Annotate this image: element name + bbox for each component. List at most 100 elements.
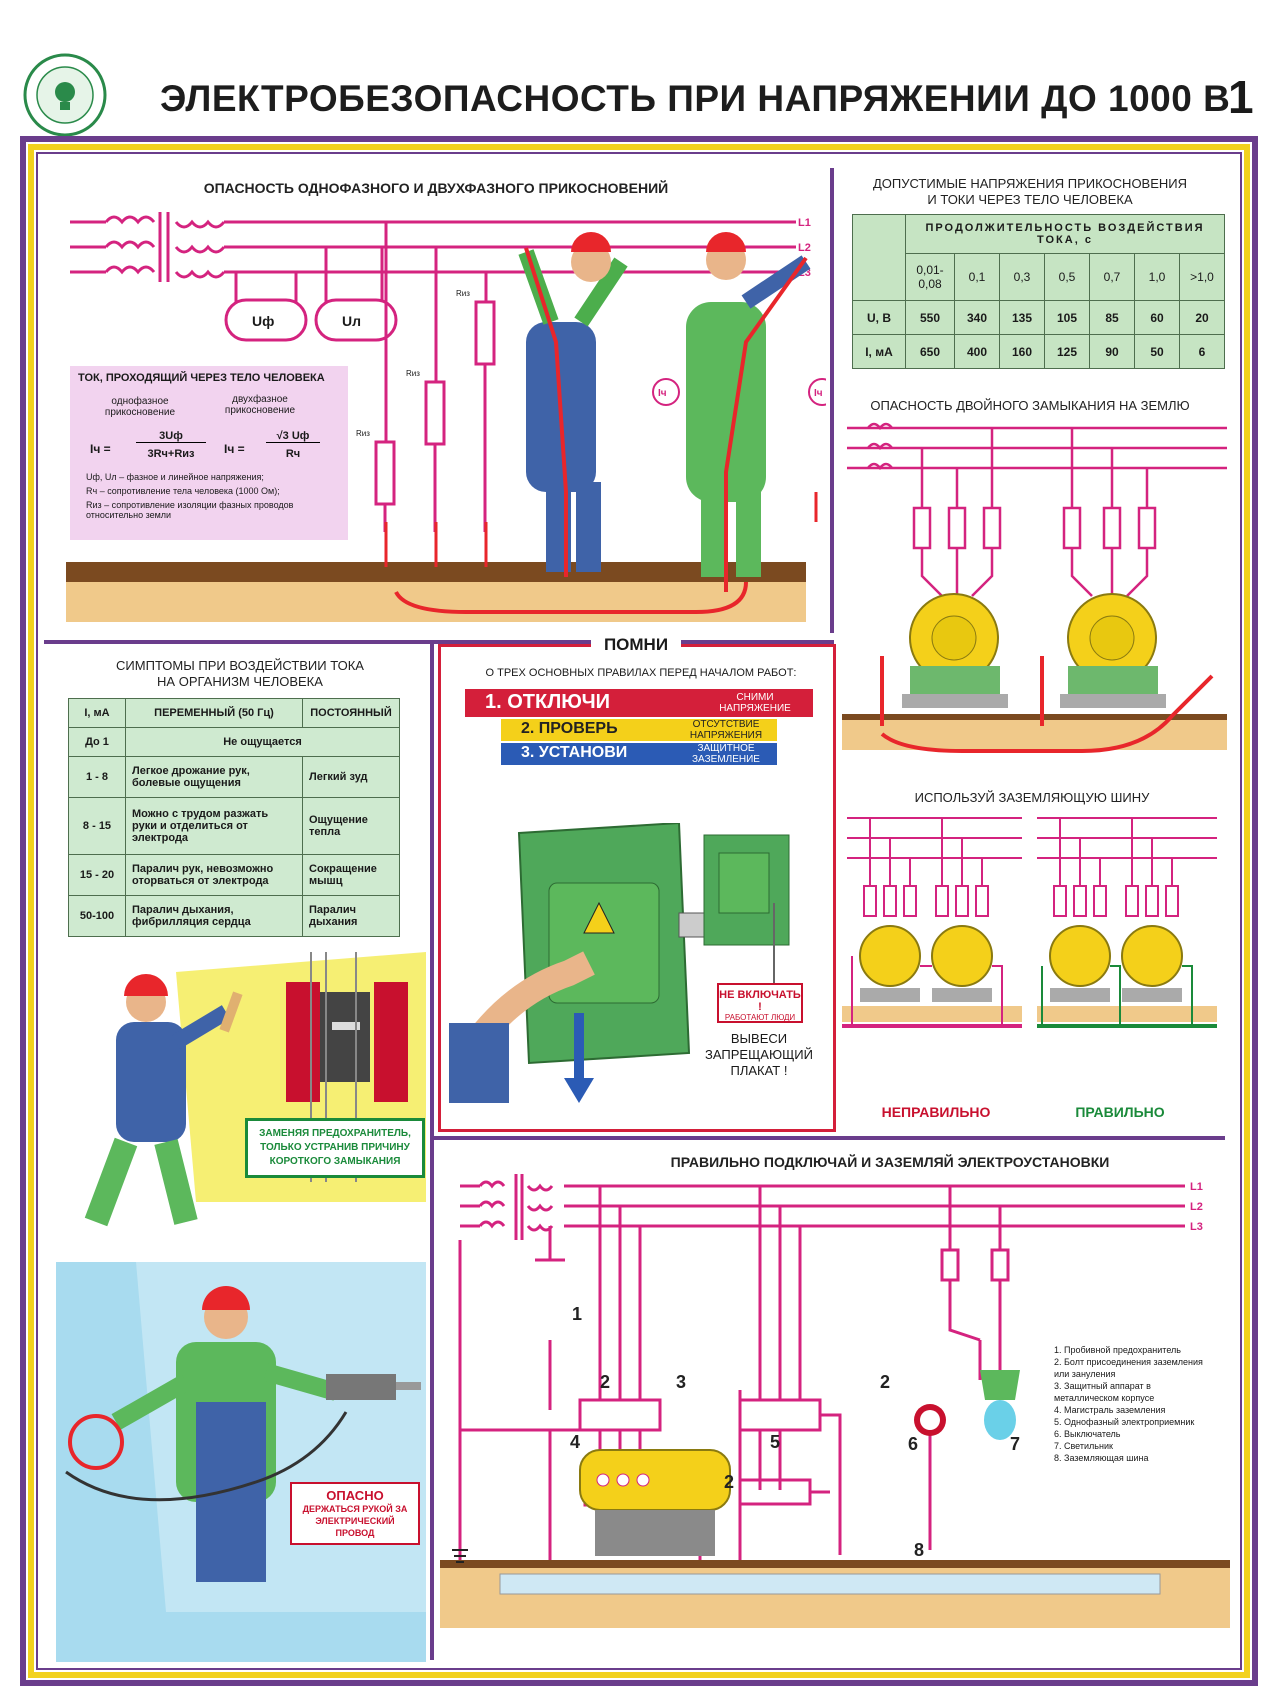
- table-row: 8 - 15 Можно с трудом разжать руки и отд…: [68, 797, 400, 855]
- sheet-number: 1: [1228, 71, 1254, 123]
- table-cell: Можно с трудом разжать руки и отделиться…: [125, 797, 303, 855]
- marker-8: 8: [914, 1540, 924, 1560]
- range-cell: До 1: [68, 727, 126, 757]
- resistor-label-2: Rиз: [406, 369, 420, 378]
- legend-item: 2. Болт присоединения заземления или зан…: [1054, 1357, 1203, 1379]
- duration-cell: 0,01-0,08: [905, 253, 955, 301]
- table-cell: 400: [954, 334, 1000, 369]
- double-formula-den: Rч: [285, 448, 301, 460]
- contact-diagram: L1 L2 L3 Uф Uл Rиз Rиз Rиз: [66, 212, 826, 622]
- divider-horizontal-left: [44, 640, 834, 644]
- formula-title: ТОК, ПРОХОДЯЩИЙ ЧЕРЕЗ ТЕЛО ЧЕЛОВЕКА: [78, 372, 325, 384]
- table-cell: 340: [954, 300, 1000, 335]
- duration-cell: 0,5: [1044, 253, 1090, 301]
- marker-4: 4: [570, 1432, 580, 1452]
- grounding-phase-L3: L3: [1190, 1221, 1203, 1233]
- worker-2-figure: [686, 232, 818, 592]
- allowed-table-wrap: ПРОДОЛЖИТЕЛЬНОСТЬ ВОЗДЕЙСТВИЯ ТОКА, с 0,…: [852, 214, 1225, 369]
- duration-cell: 0,3: [999, 253, 1045, 301]
- meter-uf: Uф: [252, 313, 274, 329]
- drill-worker-figure: [111, 1286, 421, 1582]
- outer-frame: [20, 136, 1258, 1686]
- legend-item: 4. Магистраль заземления: [1054, 1405, 1166, 1415]
- busbar-diagram: [842, 817, 1217, 1028]
- col-header: I, мА: [68, 698, 126, 728]
- table-cell: 135: [999, 300, 1045, 335]
- divider-horizontal-bottom: [430, 1136, 1225, 1140]
- allowed-heading-2: И ТОКИ ЧЕРЕЗ ТЕЛО ЧЕЛОВЕКА: [927, 192, 1133, 207]
- busbar-right-label: ПРАВИЛЬНО: [1075, 1104, 1165, 1120]
- double-phase-label: двухфазное прикосновение: [224, 394, 296, 416]
- table-cell: Легкое дрожание рук, болевые ощущения: [125, 756, 303, 798]
- table-cell: 160: [999, 334, 1045, 369]
- single-formula-den: 3Rч+Rиз: [147, 448, 195, 460]
- duration-cell: >1,0: [1179, 253, 1225, 301]
- formula-note-1: Uф, Uл – фазное и линейное напряжения;: [86, 472, 264, 482]
- double-formula-num: √3 Uф: [266, 430, 320, 443]
- busbar-wrong-label: НЕПРАВИЛЬНО: [881, 1104, 991, 1120]
- symptoms-table-wrap: I, мА ПЕРЕМЕННЫЙ (50 Гц) ПОСТОЯННЫЙ До 1…: [68, 698, 400, 937]
- contact-heading: ОПАСНОСТЬ ОДНОФАЗНОГО И ДВУХФАЗНОГО ПРИК…: [203, 180, 669, 196]
- poster-caption: ВЫВЕСИ ЗАПРЕЩАЮЩИЙ ПЛАКАТ !: [705, 1031, 813, 1078]
- drill-warning-title: ОПАСНО: [326, 1488, 384, 1503]
- table-cell: 105: [1044, 300, 1090, 335]
- inner-frame: [36, 152, 1242, 1670]
- table-cell: 90: [1089, 334, 1135, 369]
- rule-2-label: 2. ПРОВЕРЬ: [521, 720, 618, 737]
- marker-2a: 2: [600, 1372, 610, 1392]
- formula-note-3: Rиз – сопротивление изоляции фазных пров…: [86, 500, 294, 520]
- fuse-box: [286, 982, 408, 1102]
- marker-6: 6: [908, 1434, 918, 1454]
- rule-1-note: СНИМИ НАПРЯЖЕНИЕ: [719, 692, 791, 714]
- meter-ul: Uл: [342, 313, 361, 329]
- range-cell: 8 - 15: [68, 797, 126, 855]
- remember-subheading: О ТРЕХ ОСНОВНЫХ ПРАВИЛАХ ПЕРЕД НАЧАЛОМ Р…: [485, 667, 797, 679]
- table-row: I, мА 650 400 160 125 90 50 6: [852, 334, 1225, 369]
- legend-item: 3. Защитный аппарат в металлическом корп…: [1054, 1381, 1155, 1403]
- busbar-heading: ИСПОЛЬЗУЙ ЗАЗЕМЛЯЮЩУЮ ШИНУ: [914, 790, 1150, 805]
- legend-item: 1. Пробивной предохранитель: [1054, 1345, 1181, 1355]
- legend-item: 8. Заземляющая шина: [1054, 1453, 1149, 1463]
- current-label-2: Iч: [814, 388, 823, 399]
- danger-sign-sub: РАБОТАЮТ ЛЮДИ: [724, 1013, 796, 1022]
- table-row: До 1 Не ощущается: [68, 727, 400, 757]
- table-row: 50-100 Паралич дыхания, фибрилляция серд…: [68, 895, 400, 937]
- formula-note-2: Rч – сопротивление тела человека (1000 О…: [86, 486, 280, 496]
- duration-cell: 0,1: [954, 253, 1000, 301]
- symptoms-heading-2: НА ОРГАНИЗМ ЧЕЛОВЕКА: [157, 674, 323, 689]
- marker-5: 5: [770, 1432, 780, 1452]
- resistor-label-1: Rиз: [456, 289, 470, 298]
- table-cell: Легкий зуд: [302, 756, 400, 798]
- marker-2c: 2: [724, 1472, 734, 1492]
- allowed-corner-cell: [852, 214, 906, 301]
- row-label: U, В: [852, 300, 906, 335]
- duration-cell: 1,0: [1134, 253, 1180, 301]
- fuse-illustration: [56, 952, 426, 1252]
- drill-warning-text: ДЕРЖАТЬСЯ РУКОЙ ЗА ЭЛЕКТРИЧЕСКИЙ ПРОВОД: [302, 1504, 408, 1538]
- marker-1: 1: [572, 1304, 582, 1324]
- table-cell: 550: [905, 300, 955, 335]
- remember-panel: ПОМНИ О ТРЕХ ОСНОВНЫХ ПРАВИЛАХ ПЕРЕД НАЧ…: [438, 635, 836, 1132]
- rule-3-note: ЗАЩИТНОЕ ЗАЗЕМЛЕНИЕ: [692, 743, 760, 765]
- formula-box: ТОК, ПРОХОДЯЩИЙ ЧЕРЕЗ ТЕЛО ЧЕЛОВЕКА одно…: [70, 366, 348, 540]
- motor-equipment: [579, 1449, 731, 1556]
- resistor-label-3: Rиз: [356, 429, 370, 438]
- table-cell: Не ощущается: [125, 727, 400, 757]
- symptoms-heading-1: СИМПТОМЫ ПРИ ВОЗДЕЙСТВИИ ТОКА: [116, 658, 364, 673]
- table-cell: 85: [1089, 300, 1135, 335]
- allowed-heading-1: ДОПУСТИМЫЕ НАПРЯЖЕНИЯ ПРИКОСНОВЕНИЯ: [872, 176, 1188, 191]
- divider-vertical-mid: [430, 640, 434, 1660]
- legend-item: 5. Однофазный электроприемник: [1054, 1417, 1195, 1427]
- grounding-phase-L1: L1: [1190, 1181, 1203, 1193]
- table-row: 15 - 20 Паралич рук, невозможно оторвать…: [68, 854, 400, 896]
- table-cell: Паралич рук, невозможно оторваться от эл…: [125, 854, 303, 896]
- table-cell: 6: [1179, 334, 1225, 369]
- motor-2: [1060, 593, 1166, 708]
- single-formula-lhs: Iч =: [90, 442, 111, 456]
- symptoms-table: I, мА ПЕРЕМЕННЫЙ (50 Гц) ПОСТОЯННЫЙ До 1…: [68, 698, 400, 937]
- fuse-warning: ЗАМЕНЯЯ ПРЕДОХРАНИТЕЛЬ, ТОЛЬКО УСТРАНИВ …: [245, 1118, 425, 1178]
- phase-L1: L1: [798, 217, 811, 229]
- grounding-diagram: 1 2 3 2 2 4 5 6 7 8 L1 L2 L3: [440, 1174, 1230, 1628]
- range-cell: 50-100: [68, 895, 126, 937]
- grounding-legend: 1. Пробивной предохранитель 2. Болт прис…: [1054, 1344, 1214, 1464]
